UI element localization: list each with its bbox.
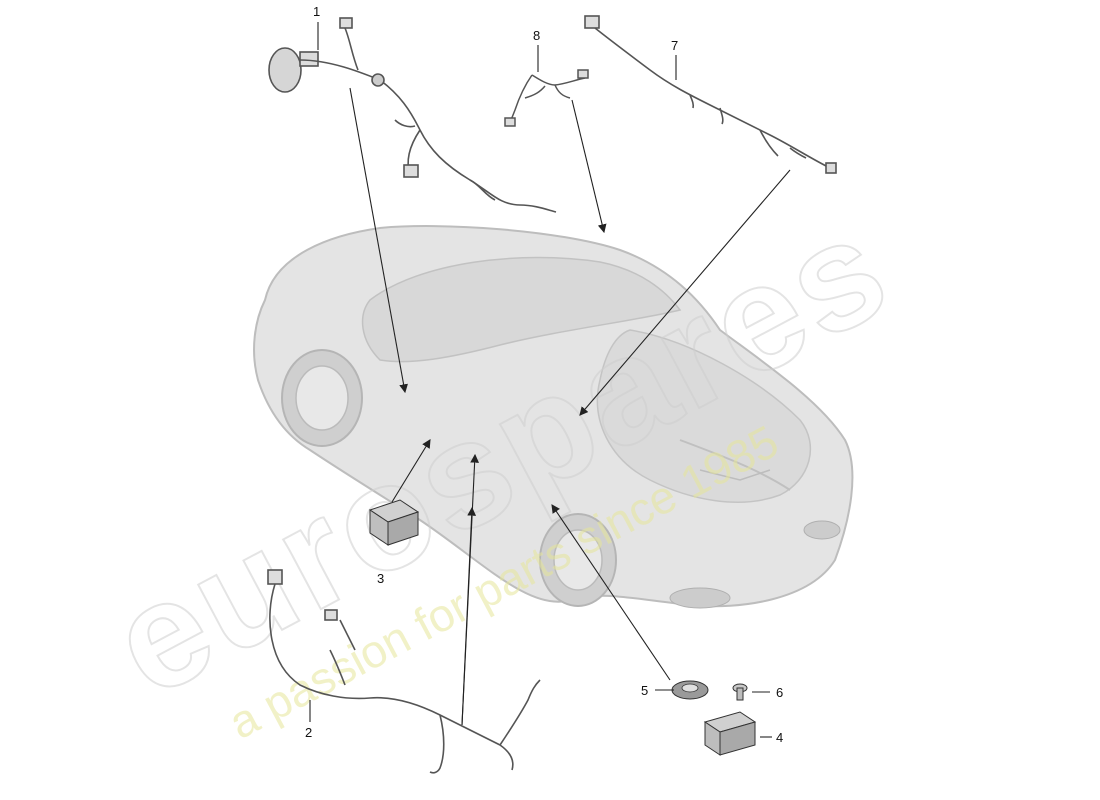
screw-6 <box>732 683 748 701</box>
control-module-3 <box>368 499 420 546</box>
callout-1: 1 <box>313 4 320 19</box>
callout-4: 4 <box>776 730 783 745</box>
callout-2: 2 <box>305 725 312 740</box>
grommet-5 <box>671 680 709 700</box>
callout-7: 7 <box>671 38 678 53</box>
wiring-harness-8 <box>504 69 589 127</box>
control-module-4 <box>703 711 757 756</box>
callout-8: 8 <box>533 28 540 43</box>
leader-lines <box>309 22 791 738</box>
callout-5: 5 <box>641 683 648 698</box>
callout-3: 3 <box>377 571 384 586</box>
wiring-harness-2 <box>267 569 541 774</box>
wiring-harness-7 <box>584 15 837 174</box>
callouts: 1 2 3 4 5 6 7 8 <box>305 4 783 745</box>
callout-6: 6 <box>776 685 783 700</box>
wiring-harness-1 <box>268 17 557 213</box>
car-illustration <box>253 225 854 609</box>
